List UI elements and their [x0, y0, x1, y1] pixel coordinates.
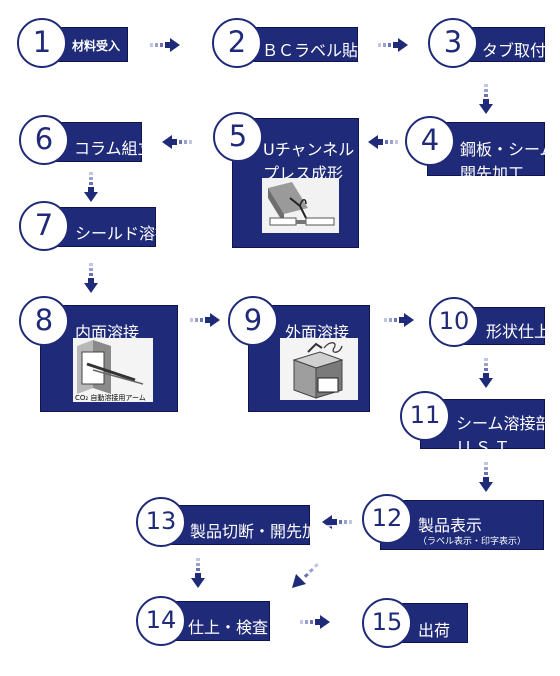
step-12-label-line1: 製品表示	[418, 516, 483, 535]
step-5-label: Uチャンネル プレス成形	[263, 136, 354, 184]
arrow-down-icon	[191, 558, 205, 588]
step-14-number: 14	[136, 596, 186, 646]
step-15-number: 15	[362, 598, 412, 648]
step-9-label: 外面溶接	[285, 323, 350, 342]
arrow-down-icon	[84, 172, 98, 202]
arrow-right-icon	[384, 313, 414, 327]
step-9-number: 9	[228, 296, 278, 346]
arrow-diagonal-icon	[292, 562, 319, 588]
step-6-number: 6	[19, 115, 69, 165]
step-3-label: タブ取付	[482, 41, 547, 60]
step-5-number: 5	[213, 112, 263, 162]
step-7-label: シールド溶接	[75, 224, 172, 243]
step-12-label-line2: （ラベル表示・印字表示）	[418, 537, 527, 547]
arrow-right-icon	[150, 38, 180, 52]
step-4-label-line1: 鋼板・シーム	[460, 140, 556, 159]
step-5-label-line1: Uチャンネル	[263, 140, 355, 159]
step-2-number: 2	[212, 18, 262, 68]
step-8-label: 内面溶接	[75, 323, 140, 342]
step-1-label: 材料受入	[72, 39, 121, 53]
step-12-number: 12	[362, 494, 412, 544]
step-4-label-line2: 開先加工	[460, 164, 525, 183]
step-8-caption: CO₂ 自動溶接用アーム	[75, 393, 146, 402]
step-7-number: 7	[19, 201, 69, 251]
press-forming-photo	[262, 178, 339, 233]
step-11-label: シーム溶接部 ＵＳＴ	[456, 410, 552, 458]
step-11-label-line2: ＵＳＴ	[456, 438, 514, 457]
outer-welding-photo	[280, 338, 358, 400]
step-4-number: 4	[405, 116, 455, 166]
step-15-label: 出荷	[418, 621, 451, 640]
step-6-label: コラム組立	[74, 139, 154, 158]
arrow-right-icon	[378, 38, 408, 52]
arrow-down-icon	[479, 462, 493, 492]
step-11-label-line1: シーム溶接部	[456, 414, 552, 433]
step-13-label: 製品切断・開先加工	[190, 522, 335, 541]
arrow-left-icon	[162, 135, 192, 149]
step-10-label: 形状仕上	[486, 322, 551, 341]
step-11-number: 11	[400, 391, 450, 441]
step-1-number: 1	[17, 18, 67, 68]
step-4-label: 鋼板・シーム 開先加工	[460, 136, 556, 184]
arrow-down-icon	[84, 263, 98, 293]
arrow-down-icon	[479, 358, 493, 388]
step-13-number: 13	[136, 497, 186, 547]
inner-welding-photo: CO₂ 自動溶接用アーム	[73, 338, 153, 402]
step-12-label: 製品表示 （ラベル表示・印字表示）	[418, 512, 526, 548]
step-2-label: ＢＣラベル貼付	[262, 41, 375, 60]
arrow-right-icon	[300, 615, 330, 629]
step-3-number: 3	[428, 18, 478, 68]
arrow-down-icon	[479, 84, 493, 114]
step-8-number: 8	[19, 296, 69, 346]
arrow-right-icon	[190, 313, 220, 327]
arrow-left-icon	[368, 135, 398, 149]
step-10-number: 10	[429, 297, 479, 347]
step-14-label: 仕上・検査	[188, 618, 269, 637]
